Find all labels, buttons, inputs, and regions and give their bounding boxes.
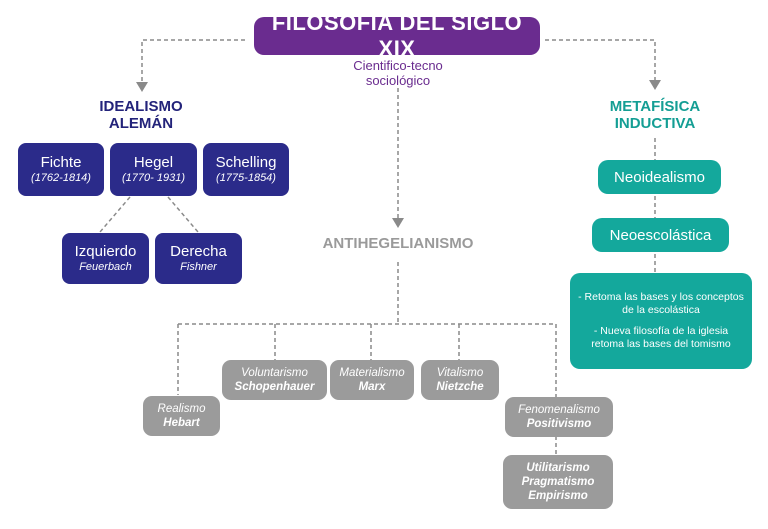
current-person: Nietzche bbox=[436, 381, 484, 393]
current-person: Schopenhauer bbox=[234, 381, 315, 393]
philosopher-fichte: Fichte (1762-1814) bbox=[18, 143, 104, 196]
item-neoescolastica: Neoescolástica bbox=[592, 218, 729, 252]
subtitle-line-2: sociológico bbox=[365, 73, 431, 88]
philosopher-dates: (1775-1854) bbox=[216, 172, 276, 184]
subtitle-line-1: Cientifico-tecno bbox=[353, 58, 443, 73]
current-fenomenalismo: Fenomenalismo Positivismo bbox=[505, 397, 613, 437]
note-item: - Retoma las bases y los conceptos de la… bbox=[578, 291, 744, 316]
other-current-item: Utilitarismo bbox=[526, 462, 590, 474]
philosopher-name: Schelling bbox=[215, 154, 277, 171]
idealismo-heading: IDEALISMO ALEMÁN bbox=[80, 98, 202, 132]
other-currents: Utilitarismo Pragmatismo Empirismo bbox=[503, 455, 613, 509]
note-item: - Nueva filosofía de la iglesia retoma l… bbox=[591, 325, 731, 350]
notes-box: - Retoma las bases y los conceptos de la… bbox=[570, 273, 752, 369]
current-person: Hebart bbox=[163, 417, 200, 429]
current-name: Realismo bbox=[157, 403, 206, 415]
metafisica-heading: METAFÍSICA INDUCTIVA bbox=[590, 98, 720, 132]
branch-name: Izquierdo bbox=[74, 243, 137, 260]
item-neoidealismo: Neoidealismo bbox=[598, 160, 721, 194]
current-name: Fenomenalismo bbox=[518, 404, 600, 416]
philosopher-hegel: Hegel (1770- 1931) bbox=[110, 143, 197, 196]
other-current-item: Pragmatismo bbox=[521, 476, 595, 488]
metafisica-heading-line-1: METAFÍSICA bbox=[609, 98, 701, 115]
branch-person: Feuerbach bbox=[79, 261, 132, 273]
current-name: Voluntarismo bbox=[241, 367, 308, 379]
current-materialismo: Materialismo Marx bbox=[330, 360, 414, 400]
current-voluntarismo: Voluntarismo Schopenhauer bbox=[222, 360, 327, 400]
main-title: FILOSOFÍA DEL SIGLO XIX bbox=[254, 10, 540, 61]
branch-person: Fishner bbox=[180, 261, 217, 273]
idealismo-heading-line-1: IDEALISMO bbox=[99, 98, 183, 115]
current-realismo: Realismo Hebart bbox=[143, 396, 220, 436]
other-current-item: Empirismo bbox=[528, 490, 588, 502]
current-person: Positivismo bbox=[526, 418, 592, 430]
current-person: Marx bbox=[358, 381, 386, 393]
current-name: Vitalismo bbox=[436, 367, 484, 379]
philosopher-dates: (1762-1814) bbox=[31, 172, 91, 184]
metafisica-heading-line-2: INDUCTIVA bbox=[614, 115, 696, 132]
philosopher-schelling: Schelling (1775-1854) bbox=[203, 143, 289, 196]
philosopher-name: Fichte bbox=[40, 154, 82, 171]
philosopher-dates: (1770- 1931) bbox=[122, 172, 185, 184]
branch-derecha: Derecha Fishner bbox=[155, 233, 242, 284]
current-name: Materialismo bbox=[339, 367, 405, 379]
current-vitalismo: Vitalismo Nietzche bbox=[421, 360, 499, 400]
idealismo-heading-line-2: ALEMÁN bbox=[108, 115, 174, 132]
branch-name: Derecha bbox=[170, 243, 227, 260]
branch-izquierdo: Izquierdo Feuerbach bbox=[62, 233, 149, 284]
antihegelianismo-heading: ANTIHEGELIANISMO bbox=[322, 235, 474, 252]
subtitle: Cientifico-tecno sociológico bbox=[318, 58, 478, 88]
philosopher-name: Hegel bbox=[133, 154, 174, 171]
